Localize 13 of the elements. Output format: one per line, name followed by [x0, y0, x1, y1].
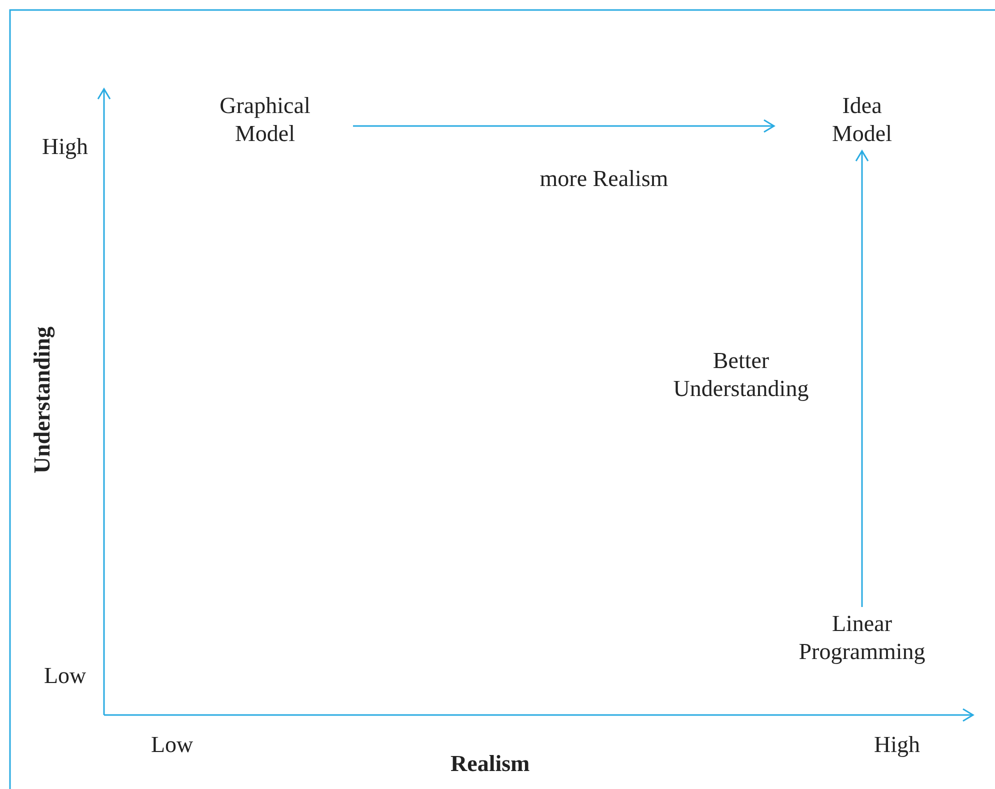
axis-title: Realism — [450, 750, 530, 778]
node-label: Idea Model — [777, 92, 947, 148]
axis-tick-label: Low — [151, 731, 194, 759]
node-label: Graphical Model — [180, 92, 350, 148]
arrow — [855, 150, 869, 607]
arrow — [353, 119, 775, 133]
edge-label: Better Understanding — [672, 347, 810, 403]
axis-tick-label: High — [42, 133, 88, 161]
axis-title: Understanding — [28, 326, 56, 474]
axis-tick-label: Low — [44, 662, 86, 690]
edge-label: more Realism — [538, 165, 670, 193]
axis-tick-label: High — [874, 731, 920, 759]
node-label: Linear Programming — [777, 610, 947, 666]
